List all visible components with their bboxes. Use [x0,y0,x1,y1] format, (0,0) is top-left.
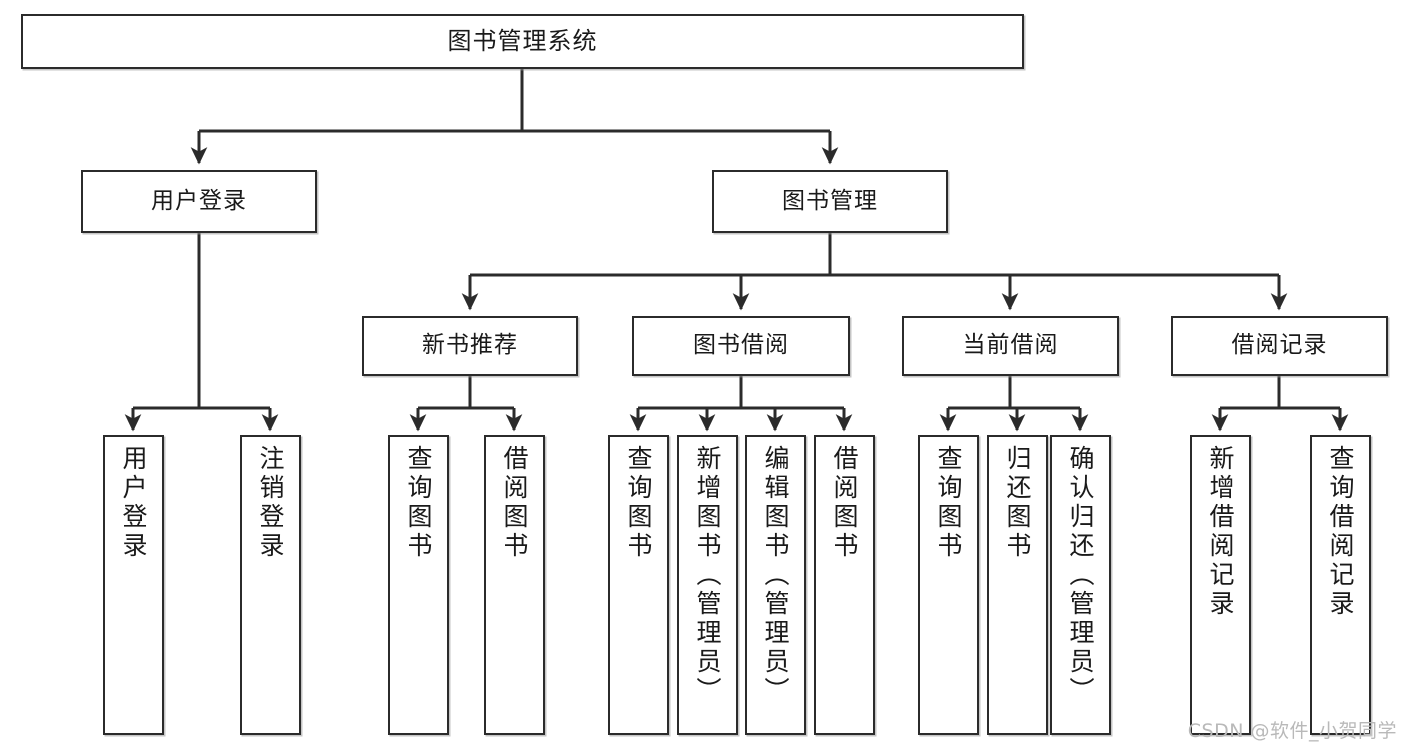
leaf-borrow-book-2[interactable]: 借阅图书 [814,435,875,735]
leaf-query-book-2[interactable]: 查询图书 [608,435,669,735]
csdn-watermark: CSDN @软件_小贺同学 [1187,720,1397,742]
leaf-user-login[interactable]: 用户登录 [103,435,164,735]
node-book-borrow[interactable]: 图书借阅 [632,316,850,376]
node-label: 查询借阅记录 [1326,445,1355,619]
node-current-borrow[interactable]: 当前借阅 [902,316,1119,376]
node-label: 新书推荐 [422,332,518,359]
node-book-manage[interactable]: 图书管理 [712,170,948,233]
node-label: 查询图书 [404,445,433,561]
node-label: 图书管理 [782,187,878,214]
node-user-login[interactable]: 用户登录 [81,170,317,233]
node-label: 新增借阅记录 [1206,445,1235,619]
leaf-confirm-return[interactable]: 确认归还（管理员） [1050,435,1111,735]
leaf-add-record[interactable]: 新增借阅记录 [1190,435,1251,735]
node-new-book-recommend[interactable]: 新书推荐 [362,316,578,376]
node-label: 注销登录 [256,445,285,561]
node-label: 图书管理系统 [447,27,598,56]
leaf-query-book-3[interactable]: 查询图书 [918,435,979,735]
node-label: 用户登录 [119,445,148,561]
node-label: 借阅记录 [1231,332,1328,359]
leaf-logout-login[interactable]: 注销登录 [240,435,301,735]
node-label: 查询图书 [624,445,653,561]
leaf-edit-book[interactable]: 编辑图书（管理员） [745,435,806,735]
leaf-query-book-1[interactable]: 查询图书 [388,435,449,735]
node-label: 当前借阅 [962,332,1059,359]
node-label: 借阅图书 [500,445,529,561]
node-label: 确认归还（管理员） [1066,445,1095,706]
node-label: 归还图书 [1003,445,1032,561]
node-borrow-record[interactable]: 借阅记录 [1171,316,1388,376]
leaf-borrow-book-1[interactable]: 借阅图书 [484,435,545,735]
leaf-return-book[interactable]: 归还图书 [987,435,1048,735]
node-label: 图书借阅 [693,332,789,359]
node-label: 新增图书（管理员） [693,445,722,706]
node-book-management-system[interactable]: 图书管理系统 [21,14,1024,69]
node-label: 用户登录 [151,187,247,214]
leaf-add-book[interactable]: 新增图书（管理员） [677,435,738,735]
node-label: 查询图书 [934,445,963,561]
node-label: 编辑图书（管理员） [761,445,790,706]
node-label: 借阅图书 [830,445,859,561]
leaf-query-record[interactable]: 查询借阅记录 [1310,435,1371,735]
